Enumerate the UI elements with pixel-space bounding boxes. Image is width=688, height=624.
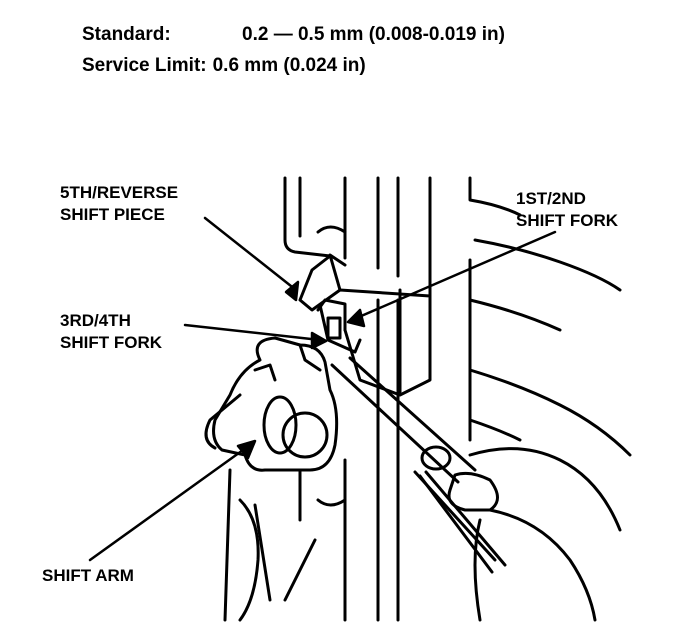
- label-1st-2nd-shift-fork: 1ST/2ND SHIFT FORK: [516, 189, 618, 230]
- leader-lines: [88, 216, 557, 562]
- label-5th-reverse-shift-piece: 5TH/REVERSE SHIFT PIECE: [60, 183, 179, 224]
- label-shift-arm: SHIFT ARM: [42, 566, 134, 585]
- transmission-housing: [223, 176, 632, 622]
- hand: [447, 447, 622, 622]
- spec-standard: Standard: 0.2 — 0.5 mm (0.008-0.019 in): [82, 24, 505, 46]
- shift-arm-assembly: [204, 336, 339, 472]
- shift-fork-assembly: [298, 253, 432, 397]
- label-3rd-4th-shift-fork: 3RD/4TH SHIFT FORK: [60, 311, 162, 352]
- spec-service-limit: Service Limit:0.6 mm (0.024 in): [82, 55, 366, 77]
- feeler-gauge: [330, 356, 507, 574]
- spec-standard-label: Standard:: [82, 24, 171, 45]
- spec-standard-value: 0.2 — 0.5 mm (0.008-0.019 in): [242, 24, 505, 45]
- spec-limit-value: 0.6 mm (0.024 in): [212, 55, 366, 76]
- spec-limit-label: Service Limit:: [82, 55, 207, 76]
